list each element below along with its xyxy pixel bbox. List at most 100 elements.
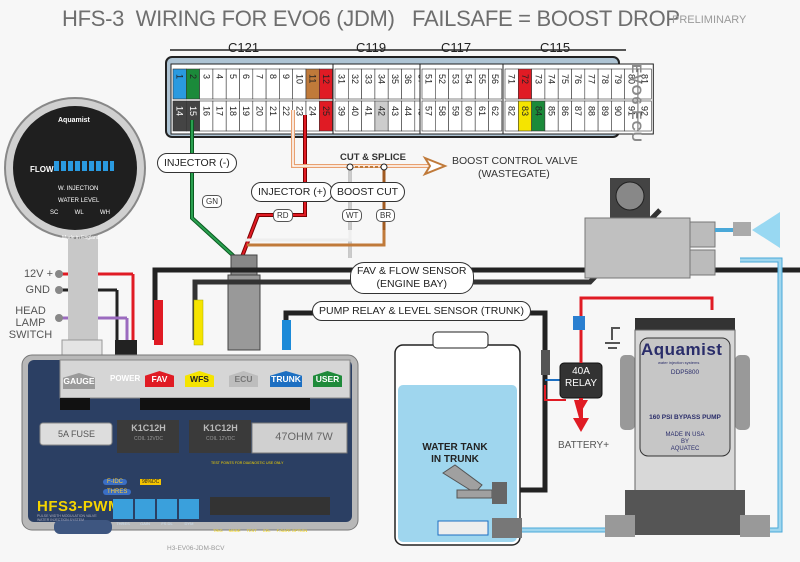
gauge-brand: Aquamist xyxy=(58,117,90,124)
pot-fs-dl[interactable]: FS DL xyxy=(157,499,177,526)
gauge-buttons: SC WL WH xyxy=(50,210,110,216)
arrow-to-valve xyxy=(422,155,448,177)
indicator-thres: THRES xyxy=(103,489,132,495)
ecu-pin xyxy=(637,100,652,132)
ecu-pin-number: 81 xyxy=(640,74,650,84)
fuse-label: 5A FUSE xyxy=(58,429,96,439)
ecu-pin-number: 22 xyxy=(281,106,291,116)
ecu-pin-grid: 1234567891011121314151617181920212223242… xyxy=(170,63,654,135)
ecu-pin-number: 55 xyxy=(477,74,487,84)
ecu-pin-number: 17 xyxy=(215,106,225,116)
ecu-pin-number: 7 xyxy=(254,74,264,79)
relay1-model: K1C12H xyxy=(131,423,166,433)
dip-groups: TRIG MODE TEST CEL F-SAFE OPTION xyxy=(213,528,307,533)
controller-model-sub: PULSE WIDTH MODULATION VALVE WATER INJEC… xyxy=(37,514,97,522)
ecu-pin-number: 87 xyxy=(573,106,583,116)
label-gnd: GND xyxy=(25,284,50,296)
label-12v: 12V + xyxy=(23,268,53,280)
injector-neg-label: INJECTOR (-) xyxy=(157,153,237,173)
ecu-pin-number: 79 xyxy=(613,74,623,84)
ecu-pin-number: 15 xyxy=(188,106,198,116)
controller-model: HFS3-PWM xyxy=(37,498,121,515)
ecu-pin-number: 83 xyxy=(520,106,530,116)
dip-fsafe[interactable]: F-SAFE OPTION xyxy=(276,528,308,533)
indicator-f-idc: F-IDC xyxy=(103,479,127,485)
gauge-button-wh[interactable]: WH xyxy=(100,210,110,216)
dip-trig[interactable]: TRIG xyxy=(213,528,223,533)
ecu-label: EVO6 ECU xyxy=(629,64,645,143)
gauge-water-level: WATER LEVEL xyxy=(58,198,100,204)
wire-tag-wt: WT xyxy=(342,209,363,222)
injector-pos-label: INJECTOR (+) xyxy=(251,182,334,202)
ecu-pin xyxy=(488,68,503,100)
port-trunk: TRUNK xyxy=(270,371,302,387)
ecu-pin-number: 3 xyxy=(201,74,211,79)
gauge-button-sc[interactable]: SC xyxy=(50,210,59,216)
port-power: POWER xyxy=(110,374,141,383)
ecu-pin-number: 39 xyxy=(337,106,347,116)
ecu-plug xyxy=(227,274,261,351)
dip-test[interactable]: TEST xyxy=(246,528,257,533)
ecu-pin-number: 80 xyxy=(626,74,636,84)
ecu-pin-number: 75 xyxy=(560,74,570,84)
ecu-pin-number: 44 xyxy=(403,106,413,116)
ecu-pin-number: 34 xyxy=(377,74,387,84)
ecu-pin-number: 59 xyxy=(450,106,460,116)
head-line: HEAD xyxy=(15,305,46,317)
ecu-pin-number: 52 xyxy=(437,74,447,84)
ecu-pin-number: 1 xyxy=(175,74,185,79)
ecu-pin-number: 86 xyxy=(560,106,570,116)
ecu-pin-number: 32 xyxy=(350,74,360,84)
switch-line: SWITCH xyxy=(8,329,53,341)
port-user: USER xyxy=(313,371,342,387)
wire-tag-br: BR xyxy=(376,209,396,222)
ecu-pin-number: 41 xyxy=(363,106,373,116)
pot-row: THRES GAIN FS DL DYM xyxy=(113,499,199,526)
ecu-pin-number: 6 xyxy=(241,74,251,79)
dip-cel[interactable]: CEL xyxy=(262,528,271,533)
boost-valve-label: BOOST CONTROL VALVE xyxy=(452,155,578,167)
cut-splice-label: CUT & SPLICE xyxy=(340,152,406,163)
fav-flow-sub: (ENGINE BAY) xyxy=(376,278,447,290)
relay-rating: 40A xyxy=(572,366,590,377)
pump-brand-sub: water injection systems xyxy=(658,360,700,365)
pot-gain[interactable]: GAIN xyxy=(135,499,155,526)
ecu-pin-number: 57 xyxy=(424,106,434,116)
pump-made: MADE IN USA BY AQUATEC xyxy=(640,432,730,453)
connector-c117: C117 xyxy=(441,40,472,55)
preliminary-label: PRELIMINARY xyxy=(672,14,747,26)
ecu-pin-number: 40 xyxy=(350,106,360,116)
ecu-pin-number: 73 xyxy=(533,74,543,84)
port-ecu: ECU xyxy=(229,371,258,387)
ecu-pin-number: 89 xyxy=(600,106,610,116)
label-head-lamp-switch: HEAD LAMP SWITCH xyxy=(8,305,53,341)
tank-sublabel: IN TRUNK xyxy=(431,454,479,465)
ecu-pin-number: 78 xyxy=(600,74,610,84)
idc-tag: 98%DC xyxy=(140,479,162,485)
ecu-pin-number: 36 xyxy=(403,74,413,84)
ecu-pin-number: 4 xyxy=(215,74,225,79)
ecu-pin-number: 31 xyxy=(337,74,347,84)
ecu-pin-number: 33 xyxy=(363,74,373,84)
ecu-pin-number: 35 xyxy=(390,74,400,84)
ecu-pin-number: 72 xyxy=(520,74,530,84)
gauge-flow-bar xyxy=(54,161,114,171)
relay2-model: K1C12H xyxy=(203,423,238,433)
fav-flow-title: FAV & FLOW SENSOR xyxy=(357,265,467,277)
ecu-pin-number: 25 xyxy=(321,106,331,116)
pot-dym[interactable]: DYM xyxy=(179,499,199,526)
ecu-pin-number: 74 xyxy=(547,74,557,84)
dip-mode[interactable]: MODE xyxy=(228,528,241,533)
ecu-pin-number: 19 xyxy=(241,106,251,116)
ecu-pin-number: 18 xyxy=(228,106,238,116)
pot-thres[interactable]: THRES xyxy=(113,499,133,526)
ecu-pin-number: 12 xyxy=(321,74,331,84)
ecu-pin-number: 76 xyxy=(573,74,583,84)
ecu-pin-number: 54 xyxy=(464,74,474,84)
ecu-pin-number: 88 xyxy=(586,106,596,116)
pump-made-line1: MADE IN USA xyxy=(665,432,705,438)
ecu-pin-number: 56 xyxy=(490,74,500,84)
ecu-pin-number: 53 xyxy=(450,74,460,84)
gauge-button-wl[interactable]: WL xyxy=(74,210,84,216)
